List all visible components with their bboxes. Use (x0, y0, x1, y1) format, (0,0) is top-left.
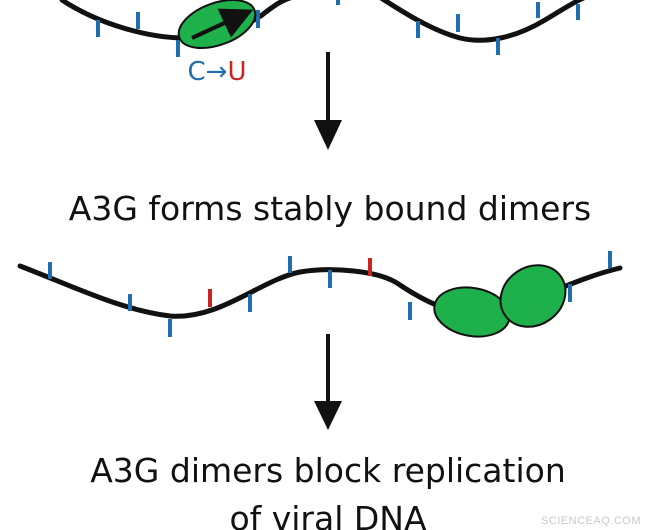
top-rna-strand-group (59, 0, 586, 57)
mutation-from: C (188, 57, 206, 87)
watermark: SCIENCEAQ.COM (541, 515, 641, 527)
step-caption-dimers: A3G forms stably bound dimers (69, 189, 591, 228)
arrow-right-icon (191, 8, 254, 40)
arrow-down-icon (314, 52, 342, 150)
a3g-dimer (433, 264, 567, 338)
top-rna-strand (59, 0, 586, 43)
arrow-down-icon (314, 334, 342, 430)
middle-rna-strand-group (17, 251, 623, 338)
mutation-label: C→U (188, 57, 247, 87)
step-caption-block-line-1: A3G dimers block replication (90, 451, 566, 490)
a3g-dimer-subunit-right (499, 264, 567, 328)
mutation-to: U (227, 57, 246, 87)
a3g-monomer (177, 0, 257, 50)
mutation-arrow: → (206, 57, 228, 87)
a3g-dimer-subunit-left (433, 286, 511, 338)
step-caption-block-line-2: of viral DNA (229, 499, 427, 530)
